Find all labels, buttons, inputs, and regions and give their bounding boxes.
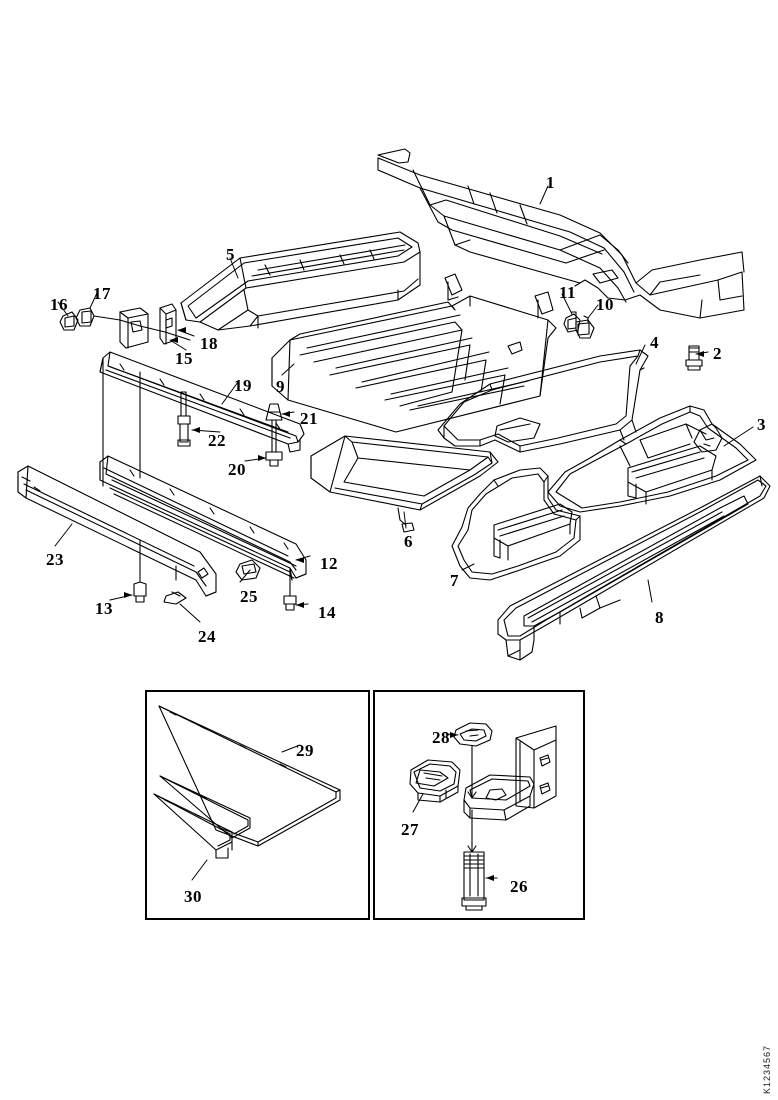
- leader-lines: [54, 185, 754, 623]
- callout-16: 16: [50, 295, 68, 314]
- detail-box-right: [373, 690, 585, 920]
- callout-28: 28: [432, 728, 450, 747]
- callout-17: 17: [93, 284, 111, 303]
- callout-24: 24: [198, 627, 216, 646]
- fasteners-10-11: [563, 311, 595, 339]
- callout-18: 18: [200, 334, 218, 353]
- callout-23: 23: [46, 550, 64, 569]
- callout-30: 30: [184, 887, 202, 906]
- callout-11: 11: [559, 283, 577, 302]
- callout-25: 25: [240, 587, 258, 606]
- part-3-right-panel: [547, 405, 757, 513]
- part-12-mid-sill: [99, 455, 307, 611]
- brackets-15-18: [59, 303, 191, 349]
- callout-8: 8: [655, 608, 664, 627]
- callout-1: 1: [546, 173, 555, 192]
- callout-29: 29: [296, 741, 314, 760]
- catalog-code-watermark: K1234567: [762, 1044, 772, 1094]
- part-5-upper-panel: [180, 231, 421, 331]
- part-8-lower-rail: [497, 475, 771, 661]
- callout-19: 19: [234, 376, 252, 395]
- part-7-wheel-arch: [451, 467, 581, 581]
- callout-22: 22: [208, 431, 226, 450]
- callout-4: 4: [650, 333, 659, 352]
- callout-10: 10: [596, 295, 614, 314]
- callout-26: 26: [510, 877, 528, 896]
- part-4-floor-pan: [437, 349, 649, 453]
- callout-9: 9: [276, 377, 285, 396]
- callout-5: 5: [226, 245, 235, 264]
- callout-21: 21: [300, 409, 318, 428]
- detail-box-left: [145, 690, 370, 920]
- callout-15: 15: [175, 349, 193, 368]
- part-23-left-sill: [17, 465, 217, 605]
- callout-6: 6: [404, 532, 413, 551]
- callout-13: 13: [95, 599, 113, 618]
- fasteners-20-21-22: [177, 391, 283, 467]
- callout-20: 20: [228, 460, 246, 479]
- callout-12: 12: [320, 554, 338, 573]
- part-19-cross-member: [99, 351, 305, 487]
- part-6-rect-frame: [310, 435, 499, 533]
- callout-27: 27: [401, 820, 419, 839]
- fastener-2: [685, 345, 703, 371]
- callout-3: 3: [757, 415, 766, 434]
- callout-14: 14: [318, 603, 336, 622]
- callout-7: 7: [450, 571, 459, 590]
- callout-2: 2: [713, 344, 722, 363]
